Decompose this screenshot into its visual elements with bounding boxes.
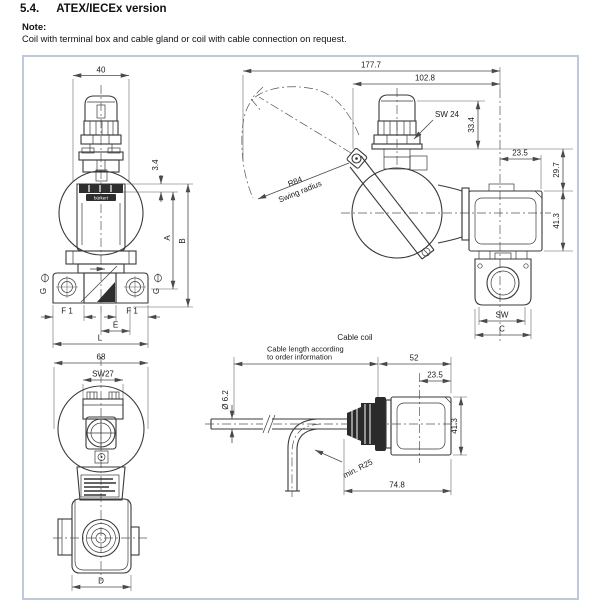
dim-f1-right: F 1: [126, 307, 138, 316]
mounting-strap: [349, 155, 435, 260]
dim-sw24: SW 24: [435, 110, 460, 119]
brand-label: bürkert: [94, 196, 109, 201]
coil-block-cable: [390, 396, 452, 456]
dim-sw-port: SW: [496, 311, 509, 320]
cable-length-note-1: Cable length according: [267, 345, 344, 354]
coil-block-side: [468, 190, 543, 252]
dim-102-8: 102.8: [415, 74, 436, 83]
dim-cable-dia: Ø 6.2: [221, 390, 230, 410]
brand-badge: [86, 194, 116, 201]
section-title: ATEX/IECEx version: [56, 3, 167, 15]
dim-29-7: 29.7: [552, 162, 561, 178]
actuator-circle: [351, 167, 443, 259]
dim-g-left: G: [39, 288, 48, 294]
dim-23-5-side: 23.5: [512, 149, 528, 158]
drawing-frame: bürkert G G 40 3.4: [22, 55, 579, 600]
cable-gland-side: [378, 94, 416, 122]
dim-40: 40: [97, 66, 106, 75]
dim-c: C: [499, 325, 505, 334]
drawing-cable-coil: Cable coil Cable length according to ord…: [205, 333, 467, 497]
dim-g-right: G: [152, 288, 161, 294]
port-left: [52, 272, 85, 304]
dim-f1-left: F 1: [61, 307, 73, 316]
note-label: Note:: [22, 22, 47, 33]
dim-23-5-cable: 23.5: [427, 371, 443, 380]
dim-74-8: 74.8: [389, 481, 405, 490]
dim-d: D: [98, 577, 104, 586]
dim-177-7: 177.7: [361, 61, 382, 70]
thread-symbol-right: G: [152, 273, 162, 294]
dim-l: L: [98, 334, 103, 343]
thread-symbol-left: G: [39, 273, 49, 294]
dim-33-4: 33.4: [467, 117, 476, 133]
dim-e: E: [113, 321, 118, 330]
port-front: [474, 258, 532, 306]
drawing-front-view: bürkert G G 40 3.4: [39, 66, 193, 348]
section-number: 5.4.: [20, 3, 40, 15]
dim-41-3-side: 41.3: [552, 213, 561, 229]
cable-gland-dome: [84, 95, 118, 122]
cable-bend: [287, 418, 318, 491]
dim-41-3-cable: 41.3: [450, 418, 459, 434]
dim-68: 68: [97, 353, 106, 362]
port-right: [115, 272, 149, 304]
drawing-top-view: 68 SW27 D: [53, 353, 150, 591]
note-text: Coil with terminal box and cable gland o…: [22, 34, 347, 44]
type-label-plate: [80, 474, 120, 498]
coil-body-circle: [58, 170, 144, 256]
swing-envelope: [241, 86, 360, 199]
cable-coil-title: Cable coil: [337, 333, 372, 342]
section-heading: 5.4. ATEX/IECEx version: [20, 3, 167, 15]
technical-drawing-canvas: bürkert G G 40 3.4: [39, 61, 573, 591]
dim-a: A: [163, 235, 172, 241]
strain-relief: [347, 407, 361, 441]
cable: [210, 418, 349, 430]
cable-length-note-2: to order information: [267, 353, 332, 362]
valve-seat: [97, 282, 115, 302]
dim-min-r25: min. R25: [342, 457, 375, 480]
drawing-side-view: R84 Swing radius 177.7 102.8 SW 24 33.4: [241, 61, 573, 343]
valve-body-front: [71, 498, 132, 574]
dim-52: 52: [410, 354, 419, 363]
dim-3-4: 3.4: [151, 159, 160, 171]
coil-circle-top: [57, 385, 145, 473]
dim-sw27: SW27: [92, 370, 114, 379]
dim-b: B: [178, 238, 187, 243]
